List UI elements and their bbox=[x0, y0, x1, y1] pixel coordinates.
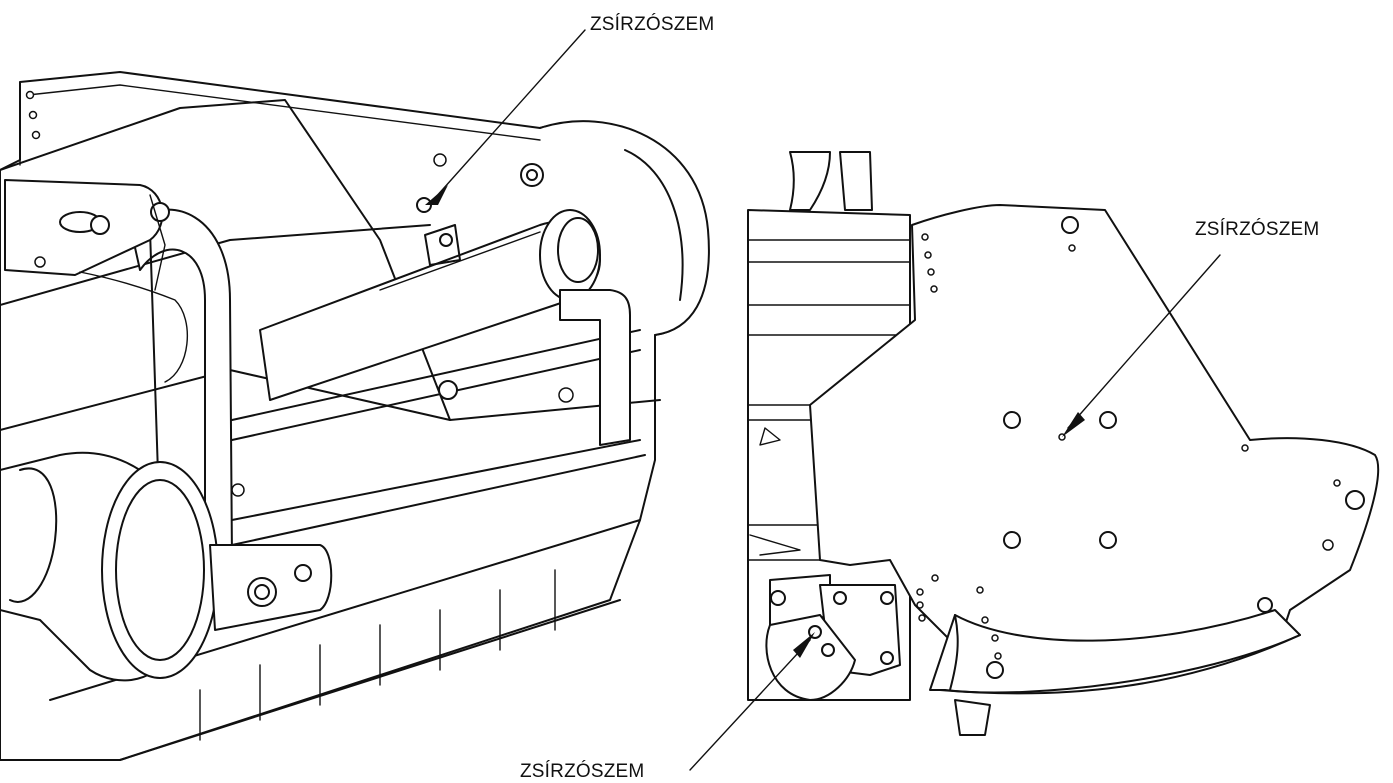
grease-callout-bottom: ZSÍRZÓSZEM bbox=[520, 632, 815, 782]
grease-callout-top: ZSÍRZÓSZEM bbox=[425, 13, 714, 205]
callout-label-right: ZSÍRZÓSZEM bbox=[1195, 218, 1319, 240]
right-machine-drawing bbox=[747, 151, 1380, 736]
callout-label-bottom: ZSÍRZÓSZEM bbox=[520, 760, 644, 782]
grease-callout-right: ZSÍRZÓSZEM bbox=[1062, 218, 1319, 437]
callout-label-top: ZSÍRZÓSZEM bbox=[590, 13, 714, 35]
left-machine-drawing bbox=[0, 71, 710, 761]
